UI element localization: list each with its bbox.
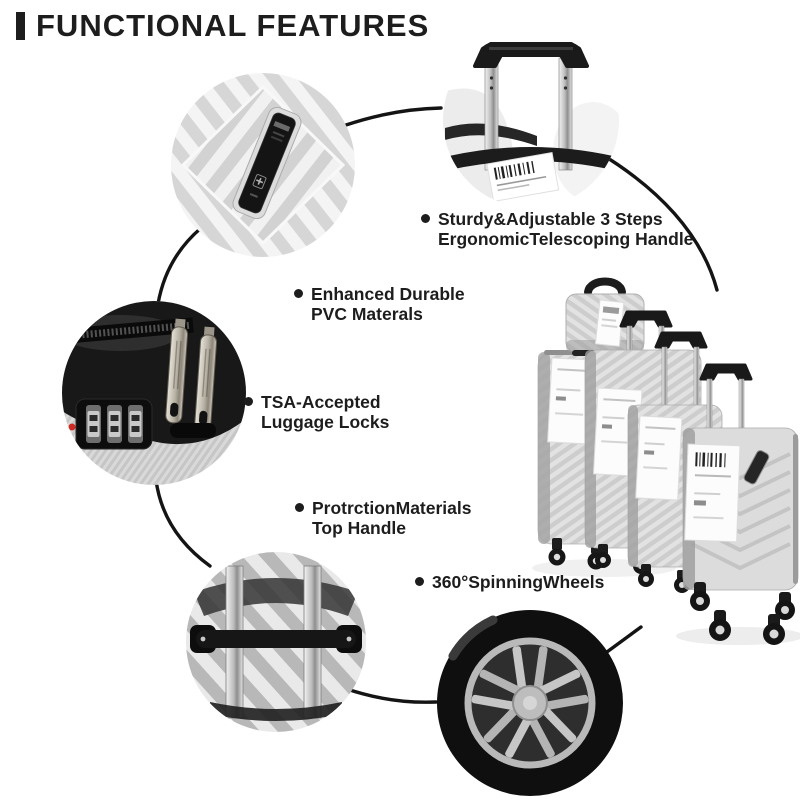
bullet-dot	[415, 577, 424, 586]
front-lock-slot	[743, 450, 770, 485]
carry-handle-bar	[196, 630, 356, 648]
feature-line: ProtrctionMaterials	[312, 498, 472, 518]
photo-spinner-wheel	[433, 606, 629, 800]
hang-tag	[635, 415, 683, 501]
barcode-label	[486, 151, 560, 203]
connector-arc-left-lower	[154, 478, 212, 568]
cosmetic-case	[565, 277, 645, 356]
lock-red-indicator	[68, 423, 76, 431]
feature-line: Top Handle	[312, 518, 406, 539]
zipper-pull	[165, 318, 189, 424]
suitcase-carryon-front	[682, 363, 799, 645]
feature-line: 360°SpinningWheels	[432, 572, 605, 592]
wheel-spokes	[471, 646, 589, 758]
photo-top-handle	[186, 552, 366, 732]
feature-top-handle: ProtrctionMaterials Top Handle	[295, 498, 471, 539]
photo-telescoping-handle	[443, 32, 619, 208]
connector-arc-top	[344, 106, 443, 127]
feature-tsa-locks: TSA-Accepted Luggage Locks	[244, 392, 389, 433]
feature-line: Sturdy&Adjustable 3 Steps	[438, 209, 663, 229]
photo-luggage-set	[512, 276, 800, 648]
connector-arc-left-upper	[156, 226, 203, 306]
bullet-dot	[421, 214, 430, 223]
feature-line: PVC Materals	[311, 304, 423, 325]
feature-pvc-materials: Enhanced Durable PVC Materals	[294, 284, 465, 325]
title-accent-bar	[16, 12, 25, 40]
photo-shell-lock-panel	[171, 73, 355, 257]
connector-arc-handle-to-luggage	[596, 150, 719, 292]
photo-tsa-lock	[62, 301, 246, 485]
connector-arc-bottom	[342, 686, 438, 704]
lock-panel	[232, 106, 302, 220]
feature-line: Luggage Locks	[261, 412, 390, 433]
zipper	[62, 317, 194, 344]
feature-telescoping-handle: Sturdy&Adjustable 3 Steps ErgonomicTeles…	[421, 209, 693, 250]
bullet-dot	[295, 503, 304, 512]
zipper-pull	[194, 326, 218, 432]
combination-dials	[68, 398, 153, 450]
feature-line: ErgonomicTelescoping Handle	[438, 229, 694, 250]
lock-latch	[170, 423, 216, 438]
hang-tag	[594, 299, 625, 347]
bullet-dot	[294, 289, 303, 298]
feature-spinning-wheels: 360°SpinningWheels	[415, 572, 604, 592]
feature-line: TSA-Accepted	[261, 392, 381, 412]
feature-line: Enhanced Durable	[311, 284, 465, 304]
hang-tag	[684, 443, 741, 543]
bullet-dot	[244, 397, 253, 406]
page-title: FUNCTIONAL FEATURES	[16, 8, 429, 44]
page-title-text: FUNCTIONAL FEATURES	[36, 8, 430, 43]
